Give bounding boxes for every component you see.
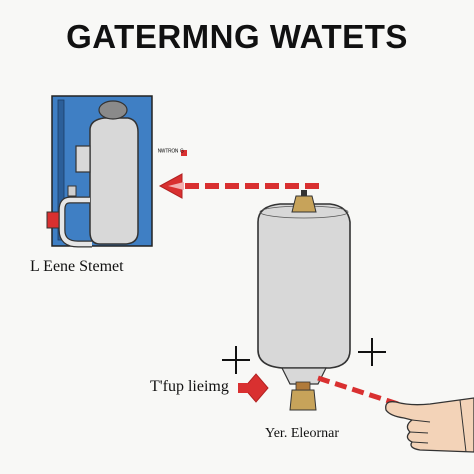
tank-tag-label: ᴺᵂᵀᴿᴼᴺ ᴳ	[158, 149, 184, 156]
sparkle-icon-right	[358, 338, 386, 366]
tag-red-dot	[181, 150, 187, 156]
left-unit-label: L Eene Stemet	[30, 258, 124, 275]
bottom-outlet	[281, 367, 327, 385]
diagram-title: GATERMNG WATETS	[66, 18, 408, 55]
top-valve-icon	[291, 195, 317, 213]
flow-dash-to-hand	[317, 375, 399, 407]
outlet-marker-icon	[243, 373, 269, 403]
valve-label: Yer. Eleornar	[265, 426, 340, 441]
right-tank	[257, 190, 351, 411]
flow-arrow-left	[158, 173, 320, 199]
top-knob-icon	[98, 100, 128, 120]
sparkle-icon-left	[222, 346, 250, 374]
left-heater-tank	[89, 117, 139, 245]
red-fitting-icon	[46, 211, 60, 229]
side-fitting	[75, 145, 91, 173]
right-tank-body	[257, 203, 351, 369]
left-unit	[46, 95, 153, 248]
hand-icon	[385, 397, 474, 453]
outlet-label: T'fup lieimg	[150, 378, 229, 395]
bottom-valve-icon	[289, 389, 317, 411]
pipe-coupling	[67, 185, 77, 197]
tag-box	[155, 146, 189, 160]
